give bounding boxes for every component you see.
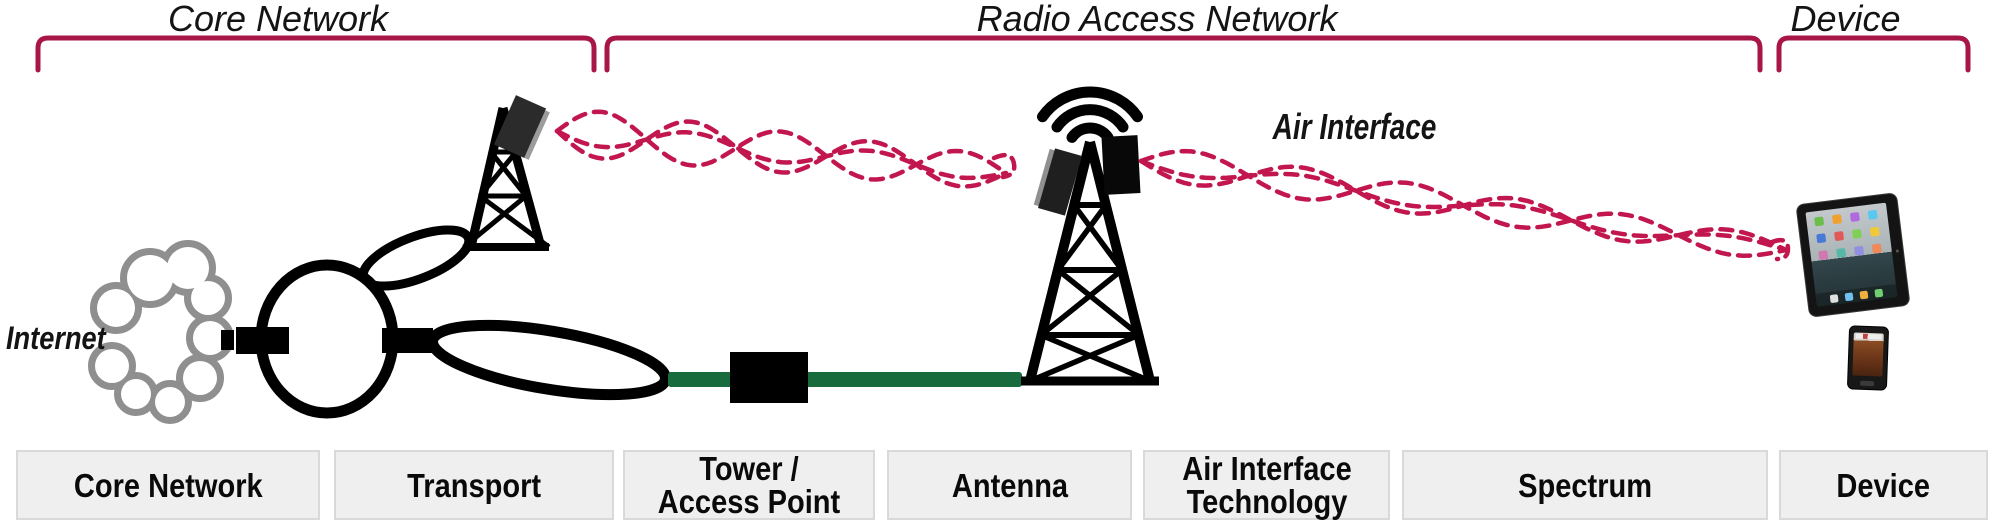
layer-label-transport: Transport <box>407 466 541 504</box>
backhaul-green-line <box>668 372 1022 387</box>
tablet-icon <box>1795 192 1911 318</box>
internet-label: Internet <box>6 320 106 356</box>
smartphone-screen <box>1852 332 1884 377</box>
layer-label-tower-access-point: Tower / Access Point <box>657 450 841 520</box>
smartphone-home-button <box>1860 380 1875 387</box>
layer-box-transport: Transport <box>334 450 614 520</box>
internet-cloud-icon <box>88 240 234 424</box>
smartphone-icon <box>1846 325 1890 391</box>
layer-box-spectrum: Spectrum <box>1402 450 1768 520</box>
layer-label-core-network: Core Network <box>73 466 263 504</box>
smartphone-topbar <box>1855 333 1882 340</box>
wifi-signal-dot <box>1083 145 1097 159</box>
transport-link-lower-ellipse <box>427 319 671 401</box>
device-section-label: Device <box>1790 0 1901 39</box>
layer-box-device: Device <box>1779 450 1988 520</box>
layer-box-antenna: Antenna <box>887 450 1132 520</box>
backhaul-node-box <box>730 352 808 403</box>
cell-tower-left-panel <box>1033 148 1083 216</box>
tablet-screen <box>1805 202 1898 307</box>
radio-access-network-section-label: Radio Access Network <box>976 0 1338 39</box>
core-network-bracket <box>35 35 597 73</box>
layer-box-air-interface-technology: Air Interface Technology <box>1143 450 1390 520</box>
layer-label-spectrum: Spectrum <box>1518 466 1652 504</box>
tablet-camera-dot <box>1895 249 1900 253</box>
layer-label-device: Device <box>1836 466 1931 504</box>
layer-box-core-network: Core Network <box>16 450 320 520</box>
radio-wave-end-hooks <box>991 152 1791 262</box>
diagram-canvas <box>35 35 1971 424</box>
bracket-group <box>35 35 1971 73</box>
tablet-dock <box>1815 283 1898 307</box>
air-interface-label: Air Interface <box>1272 106 1437 147</box>
device-bracket <box>1776 35 1971 73</box>
radio-access-network-bracket <box>604 35 1763 73</box>
cell-tower-right-panel <box>1101 135 1141 195</box>
radio-spectrum-waves <box>554 109 1789 258</box>
layer-label-antenna: Antenna <box>951 466 1068 504</box>
core-network-section-label: Core Network <box>167 0 389 39</box>
cell-tower-icon <box>1021 140 1159 386</box>
transport-tower-antenna-panel <box>493 95 550 160</box>
layer-label-air-interface-technology: Air Interface Technology <box>1181 450 1352 520</box>
layer-box-tower-access-point: Tower / Access Point <box>623 450 875 520</box>
wifi-signal-icon <box>1037 86 1143 143</box>
network-node-boxes <box>221 327 433 354</box>
